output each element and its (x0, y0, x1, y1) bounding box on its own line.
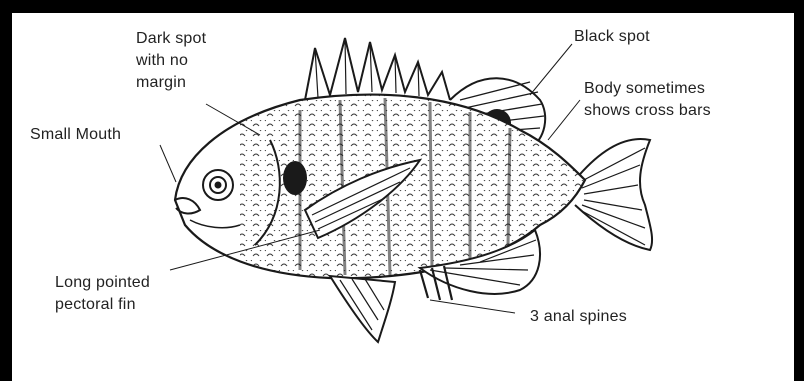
dark-gill-spot (283, 161, 307, 195)
label-black-spot: Black spot (574, 26, 650, 48)
label-pectoral-fin: Long pointed pectoral fin (55, 272, 150, 316)
label-dark-spot: Dark spot with no margin (136, 28, 206, 94)
label-cross-bars: Body sometimes shows cross bars (584, 78, 711, 122)
tail-fin (575, 139, 652, 250)
label-anal-spines: 3 anal spines (530, 306, 627, 328)
dorsal-fin (305, 38, 450, 100)
label-small-mouth: Small Mouth (30, 124, 121, 146)
